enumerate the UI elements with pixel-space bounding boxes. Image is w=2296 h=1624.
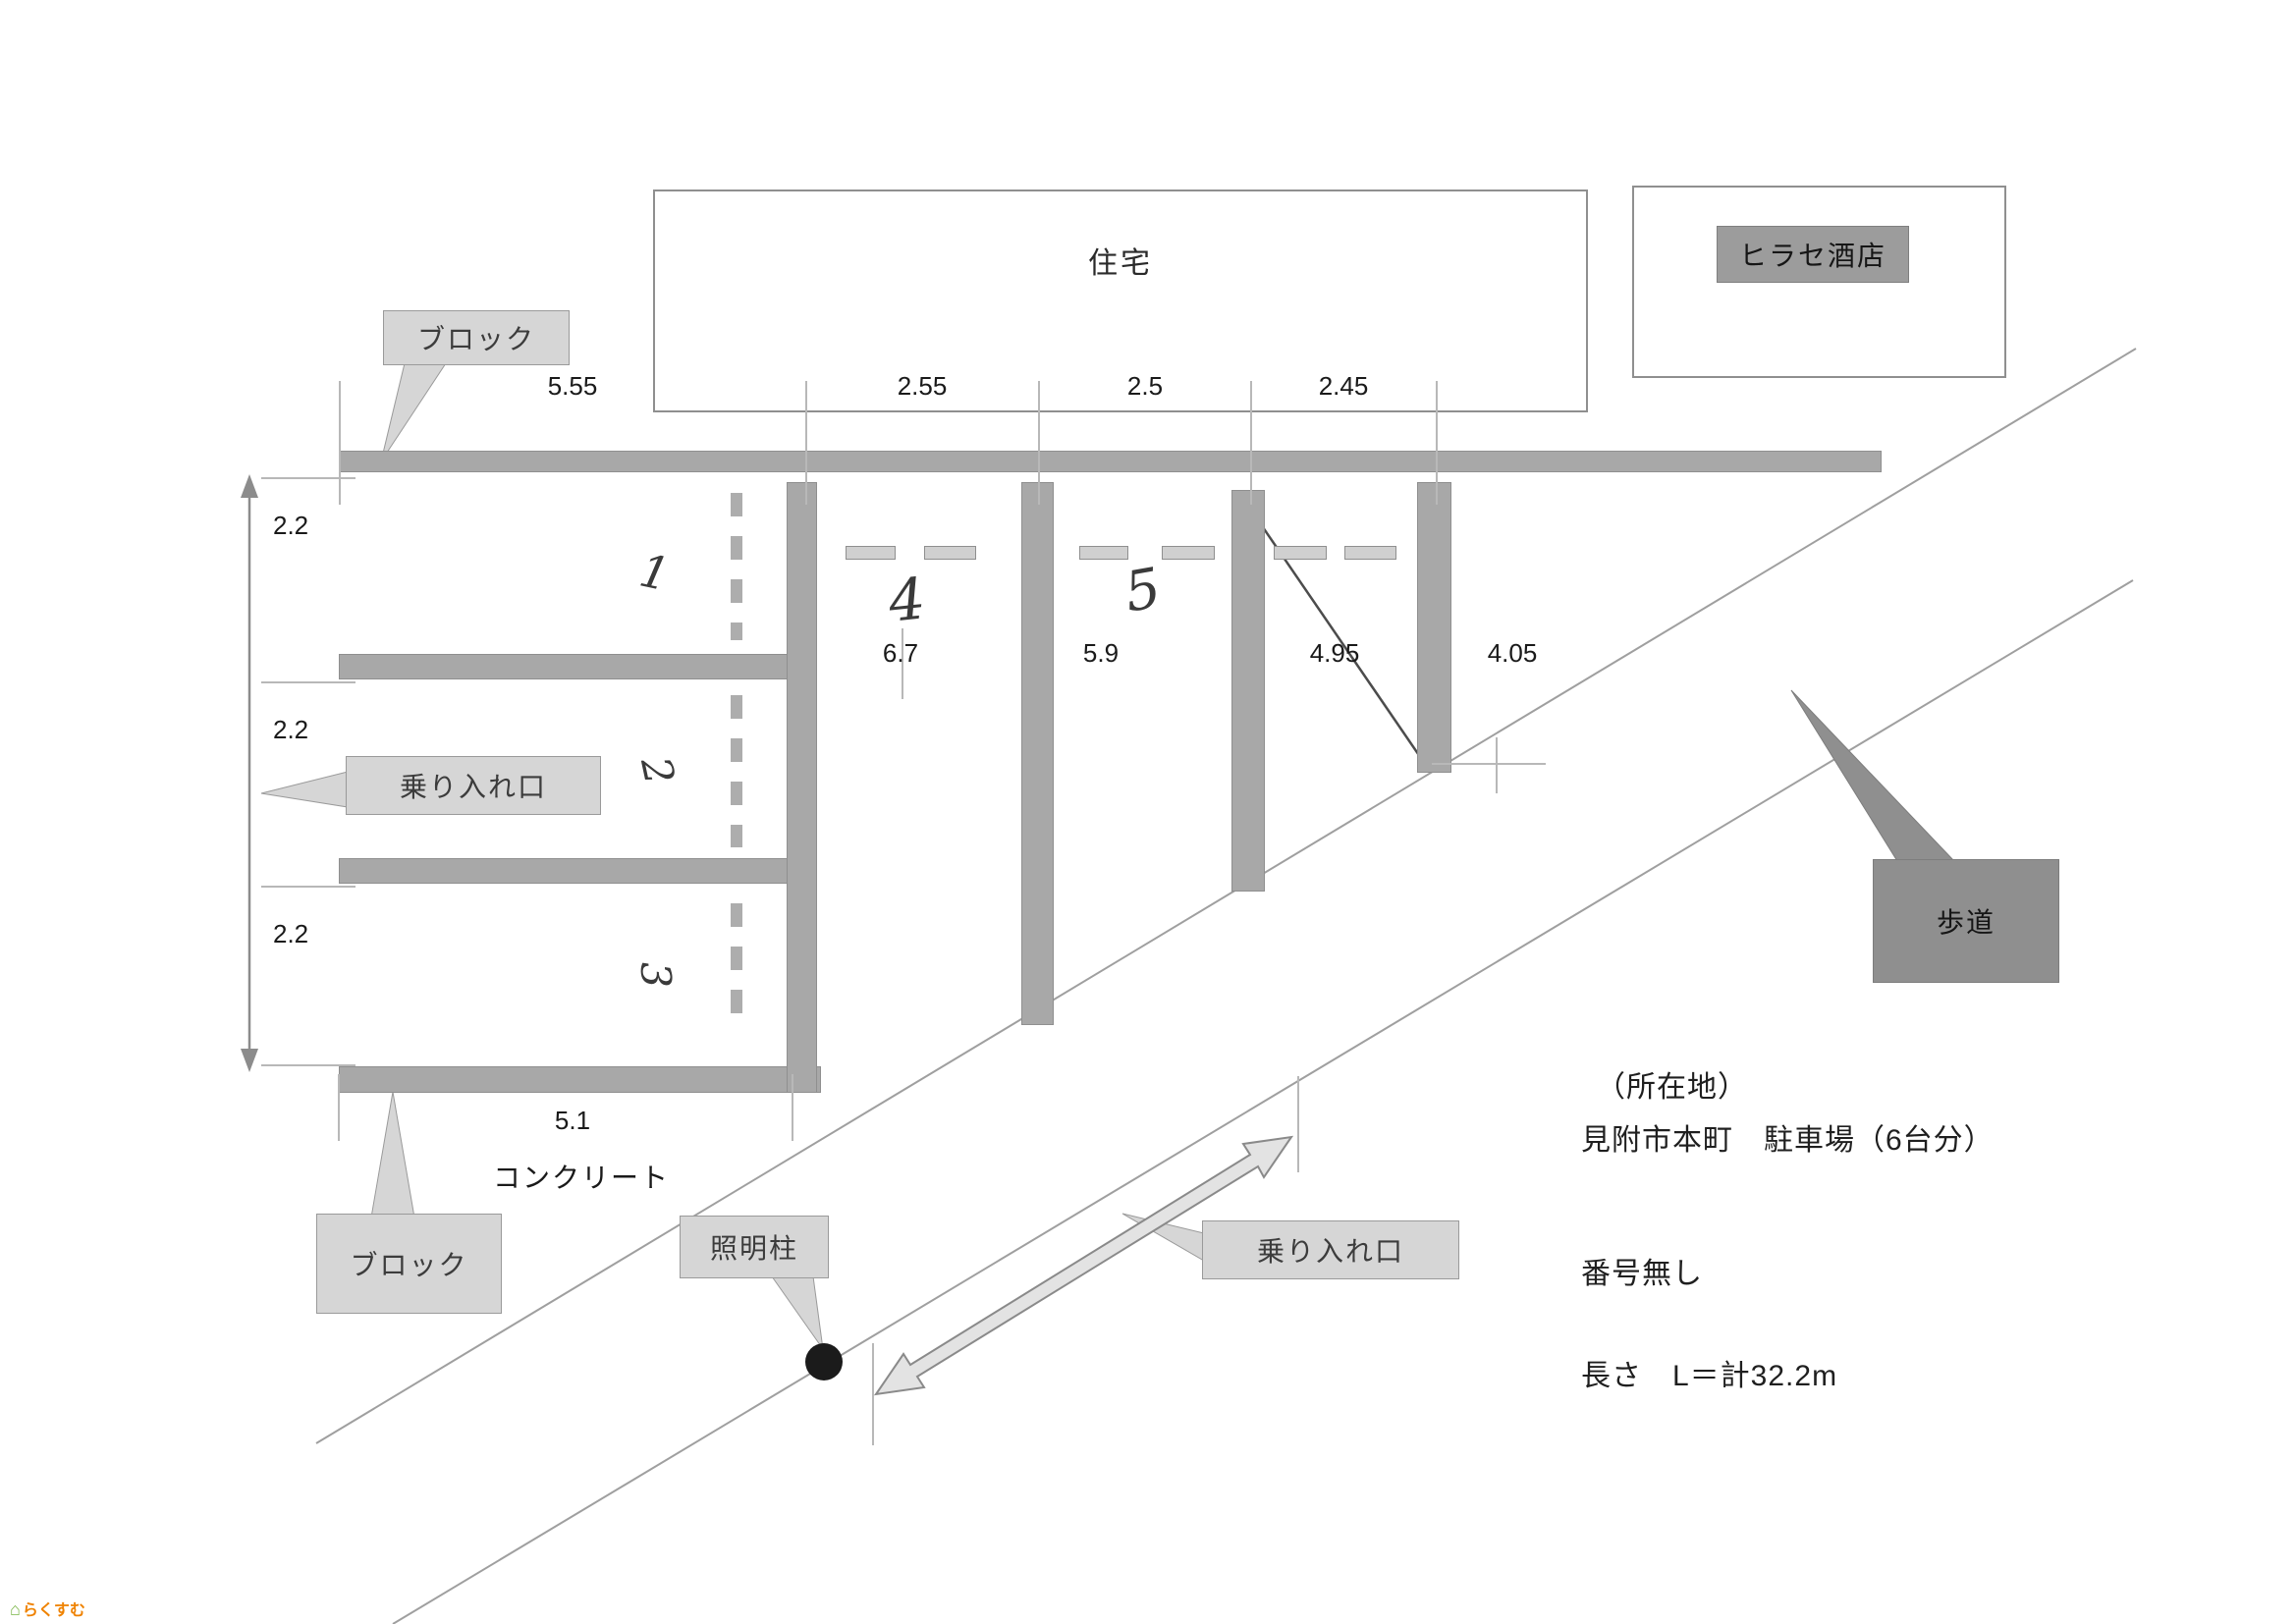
wheel-stop (1344, 546, 1396, 560)
block-top-callout: ブロック (383, 310, 570, 365)
entrance-left-callout-pointer (260, 771, 349, 808)
block-bottom-label: ブロック (350, 1250, 468, 1280)
tick-mark (338, 1074, 340, 1141)
entrance-left-callout: 乗り入れ口 (346, 756, 601, 815)
wheel-stop (846, 546, 896, 560)
dimension-mid-2: 5.9 (1082, 638, 1120, 668)
dimension-mid-4: 4.05 (1487, 638, 1538, 668)
vertical-divider-bar-1 (787, 482, 817, 1093)
dashed-boundary-2 (731, 695, 742, 847)
light-pole-label: 照明柱 (709, 1233, 798, 1264)
parking-divider-bar-1 (339, 654, 793, 679)
dimension-top-3: 2.5 (1126, 371, 1164, 401)
dimension-left-2: 2.2 (273, 715, 309, 744)
light-pole-callout-pointer (771, 1275, 824, 1350)
dimension-left-1: 2.2 (273, 511, 309, 540)
wheel-stop (1079, 546, 1128, 560)
location-text: 見附市本町 駐車場（6台分） (1581, 1124, 1995, 1157)
number-note: 番号無し (1581, 1258, 1703, 1290)
tick-mark (1496, 737, 1498, 793)
vertical-divider-bar-2 (1021, 482, 1054, 1025)
sidewalk-callout: 歩道 (1873, 859, 2059, 983)
tick-mark (1038, 381, 1040, 505)
sidewalk-label: 歩道 (1936, 907, 1995, 938)
block-bottom-callout: ブロック (316, 1214, 502, 1314)
house-icon: ⌂ (10, 1599, 21, 1619)
concrete-label: コンクリート (492, 1163, 671, 1193)
tick-mark (1250, 381, 1252, 505)
tick-mark (792, 1074, 793, 1141)
space-number-3: 3 (630, 960, 681, 990)
tick-mark (261, 477, 355, 479)
sidewalk-callout-pointer (1790, 689, 1956, 862)
residence-building-outline: 住宅 (653, 189, 1588, 412)
light-pole-dot (805, 1343, 843, 1380)
handwritten-stroke (1237, 492, 1427, 765)
block-top-label: ブロック (416, 324, 535, 354)
dimension-mid-1: 6.7 (882, 638, 919, 668)
vertical-divider-bar-3 (1231, 490, 1265, 892)
dimension-top-1: 5.55 (547, 371, 598, 401)
parking-divider-bar-bottom (339, 1066, 821, 1093)
entrance-left-label: 乗り入れ口 (399, 772, 547, 802)
dimension-top-4: 2.45 (1318, 371, 1369, 401)
tick-mark (805, 381, 807, 505)
entrance-bottom-label: 乗り入れ口 (1256, 1236, 1404, 1267)
tick-mark (261, 1064, 355, 1066)
logo-text: らくすむ (22, 1602, 85, 1619)
left-dimension-arrow-head-top (241, 474, 258, 498)
tick-mark (261, 886, 355, 888)
tick-mark (872, 1343, 874, 1445)
site-logo: ⌂らくすむ (10, 1597, 85, 1620)
light-pole-callout: 照明柱 (680, 1216, 829, 1278)
dimension-left-3: 2.2 (273, 919, 309, 948)
tick-mark (902, 628, 903, 699)
wheel-stop (1162, 546, 1215, 560)
location-heading: （所在地） (1596, 1071, 1748, 1104)
dimension-top-2: 2.55 (897, 371, 948, 401)
vertical-divider-bar-4 (1417, 482, 1451, 773)
dashed-boundary-1 (731, 493, 742, 640)
shop-callout: ヒラセ酒店 (1717, 226, 1909, 283)
residence-label: 住宅 (1088, 247, 1153, 280)
dimension-mid-3: 4.95 (1309, 638, 1360, 668)
entrance-bottom-callout: 乗り入れ口 (1202, 1220, 1459, 1279)
tick-mark (1432, 763, 1546, 765)
shop-label: ヒラセ酒店 (1738, 241, 1886, 271)
entrance-dimension-arrow (873, 1135, 1294, 1396)
tick-mark (1436, 381, 1438, 505)
tick-mark (261, 681, 355, 683)
tick-mark (1297, 1076, 1299, 1172)
road-edge-line-upper (315, 348, 2137, 1444)
block-wall-top-bar (339, 451, 1882, 472)
space-number-4: 4 (885, 565, 929, 635)
block-top-callout-pointer (380, 362, 447, 462)
parking-divider-bar-2 (339, 858, 793, 884)
left-dimension-arrow-head-bottom (241, 1049, 258, 1072)
wheel-stop (1274, 546, 1327, 560)
block-bottom-callout-pointer (370, 1091, 415, 1218)
wheel-stop (924, 546, 976, 560)
tick-mark (339, 381, 341, 505)
dashed-boundary-3 (731, 903, 742, 1033)
length-note: 長さ L＝計32.2m (1581, 1360, 1838, 1392)
dimension-bottom: 5.1 (554, 1106, 591, 1135)
